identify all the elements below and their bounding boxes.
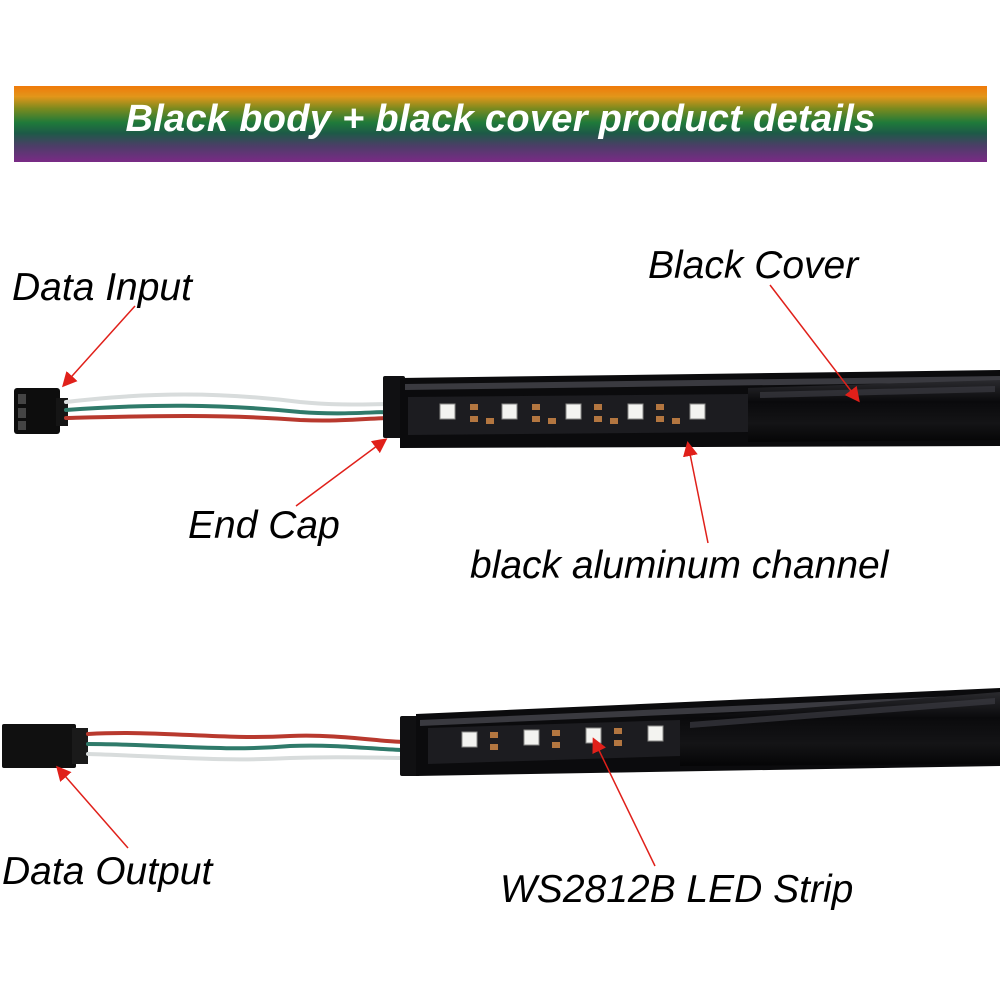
data-input-label: Data Input [12, 266, 192, 309]
black-cover-label: Black Cover [648, 244, 859, 287]
bottom-strip-assembly [2, 688, 1000, 776]
data-output-label: Data Output [2, 850, 213, 893]
end-cap-label: End Cap [188, 504, 340, 547]
bottom-connector [2, 724, 88, 768]
title-banner: Black body + black cover product details [14, 86, 987, 162]
top-strip-assembly [14, 370, 1000, 448]
top-connector [14, 388, 68, 434]
top-end-cap [383, 376, 405, 438]
bottom-end-cap [400, 716, 420, 776]
black-aluminum-channel-label: black aluminum channel [470, 544, 889, 587]
aluminum-channel-arrow [683, 441, 709, 544]
black-cover-arrow [769, 284, 860, 403]
banner-title: Black body + black cover product details [125, 98, 876, 140]
end-cap-arrow [295, 438, 388, 507]
top-led-strip [408, 394, 748, 435]
data-input-arrow [61, 305, 136, 388]
data-output-arrow [56, 765, 129, 849]
top-wires [64, 392, 394, 423]
bottom-led-strip [428, 720, 680, 764]
bottom-black-cover [680, 692, 1000, 766]
bottom-wires [86, 731, 408, 762]
ws2812b-led-strip-label: WS2812B LED Strip [500, 868, 854, 911]
led-strip-arrow [592, 737, 656, 867]
